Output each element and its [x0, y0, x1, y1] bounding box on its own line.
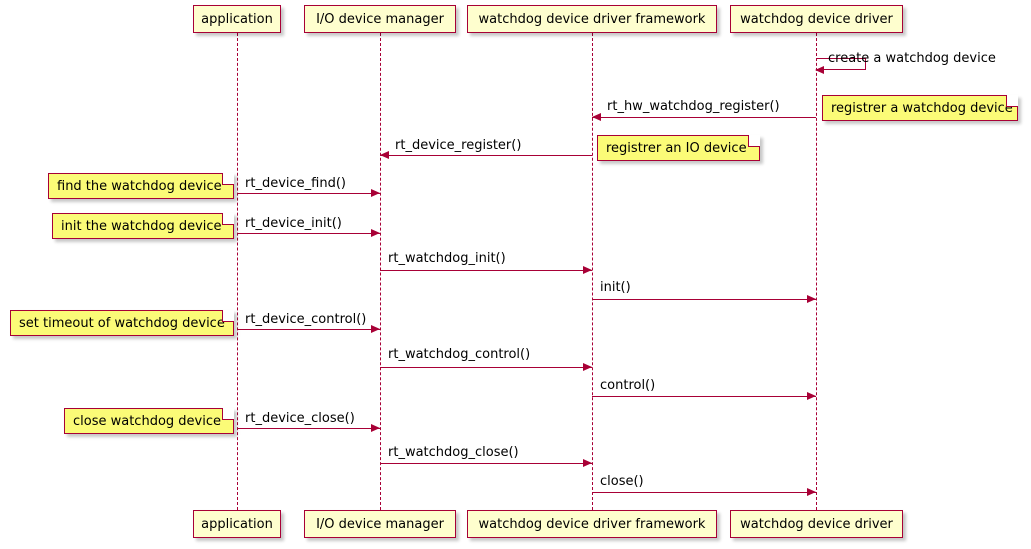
- message-label-m4: rt_device_find(): [245, 176, 346, 191]
- note-text: registrer an IO device: [606, 140, 747, 156]
- participant-bottom-application[interactable]: application: [193, 510, 281, 538]
- message-line-m4: [237, 193, 380, 194]
- participant-label: watchdog device driver framework: [478, 11, 706, 27]
- message-label-m5: rt_device_init(): [245, 216, 342, 231]
- participant-label: watchdog device driver: [740, 11, 893, 27]
- arrow-head-m6: [583, 266, 592, 274]
- message-line-m11: [237, 428, 380, 429]
- participant-label: application: [201, 11, 273, 27]
- message-line-m2: [592, 117, 816, 118]
- note-text: find the watchdog device: [57, 178, 222, 194]
- note-fold-corner: [1006, 95, 1018, 107]
- message-line-m10: [592, 396, 816, 397]
- note-text: init the watchdog device: [61, 218, 222, 234]
- message-label-m12: rt_watchdog_close(): [388, 445, 519, 460]
- message-label-m3: rt_device_register(): [395, 138, 522, 153]
- participant-label: application: [201, 516, 273, 532]
- lifeline-driver: [816, 33, 817, 510]
- participant-label: watchdog device driver framework: [478, 516, 706, 532]
- note-n1: registrer a watchdog device: [822, 95, 1018, 121]
- message-line-m5: [237, 233, 380, 234]
- note-text: set timeout of watchdog device: [19, 315, 225, 331]
- lifeline-framework: [592, 33, 593, 510]
- arrow-head-m10: [807, 392, 816, 400]
- message-label-m7: init(): [600, 280, 631, 295]
- lifeline-application: [237, 33, 238, 510]
- message-line-m9: [380, 367, 592, 368]
- message-line-m3: [380, 155, 592, 156]
- note-n6: close watchdog device: [64, 408, 234, 434]
- participant-bottom-driver[interactable]: watchdog device driver: [730, 510, 903, 538]
- message-label-m8: rt_device_control(): [245, 312, 367, 327]
- message-label-m11: rt_device_close(): [245, 411, 355, 426]
- arrow-head-m1: [815, 65, 824, 74]
- message-label-m9: rt_watchdog_control(): [388, 347, 531, 362]
- arrow-head-m3: [380, 151, 389, 159]
- note-n4: init the watchdog device: [52, 213, 234, 239]
- participant-label: I/O device manager: [316, 11, 444, 27]
- message-label-m1: create a watchdog device: [828, 51, 996, 66]
- note-text: registrer a watchdog device: [831, 100, 1013, 116]
- arrow-head-m7: [807, 295, 816, 303]
- message-label-m6: rt_watchdog_init(): [388, 251, 506, 266]
- participant-top-io-manager[interactable]: I/O device manager: [304, 5, 456, 33]
- message-line-m8: [237, 329, 380, 330]
- note-n2: registrer an IO device: [597, 135, 760, 161]
- participant-top-application[interactable]: application: [193, 5, 281, 33]
- arrow-head-m9: [583, 363, 592, 371]
- message-line-m13: [592, 492, 816, 493]
- note-fold-corner: [222, 213, 234, 225]
- self-message-m1: [816, 58, 866, 70]
- participant-top-driver[interactable]: watchdog device driver: [730, 5, 903, 33]
- arrow-head-m8: [371, 325, 380, 333]
- message-label-m13: close(): [600, 474, 644, 489]
- note-text: close watchdog device: [73, 413, 221, 429]
- note-fold-corner: [222, 408, 234, 420]
- message-line-m6: [380, 270, 592, 271]
- arrow-head-m11: [371, 424, 380, 432]
- message-line-m12: [380, 463, 592, 464]
- participant-label: I/O device manager: [316, 516, 444, 532]
- lifeline-io-manager: [380, 33, 381, 510]
- arrow-head-m13: [807, 488, 816, 496]
- note-fold-corner: [222, 173, 234, 185]
- participant-label: watchdog device driver: [740, 516, 893, 532]
- participant-bottom-framework[interactable]: watchdog device driver framework: [467, 510, 717, 538]
- message-label-m2: rt_hw_watchdog_register(): [607, 99, 780, 114]
- arrow-head-m4: [371, 189, 380, 197]
- note-n5: set timeout of watchdog device: [10, 310, 234, 336]
- message-line-m7: [592, 299, 816, 300]
- note-fold-corner: [748, 135, 760, 147]
- participant-top-framework[interactable]: watchdog device driver framework: [467, 5, 717, 33]
- message-label-m10: control(): [600, 378, 656, 393]
- arrow-head-m12: [583, 459, 592, 467]
- arrow-head-m2: [592, 113, 601, 121]
- arrow-head-m5: [371, 229, 380, 237]
- participant-bottom-io-manager[interactable]: I/O device manager: [304, 510, 456, 538]
- note-n3: find the watchdog device: [48, 173, 234, 199]
- note-fold-corner: [222, 310, 234, 322]
